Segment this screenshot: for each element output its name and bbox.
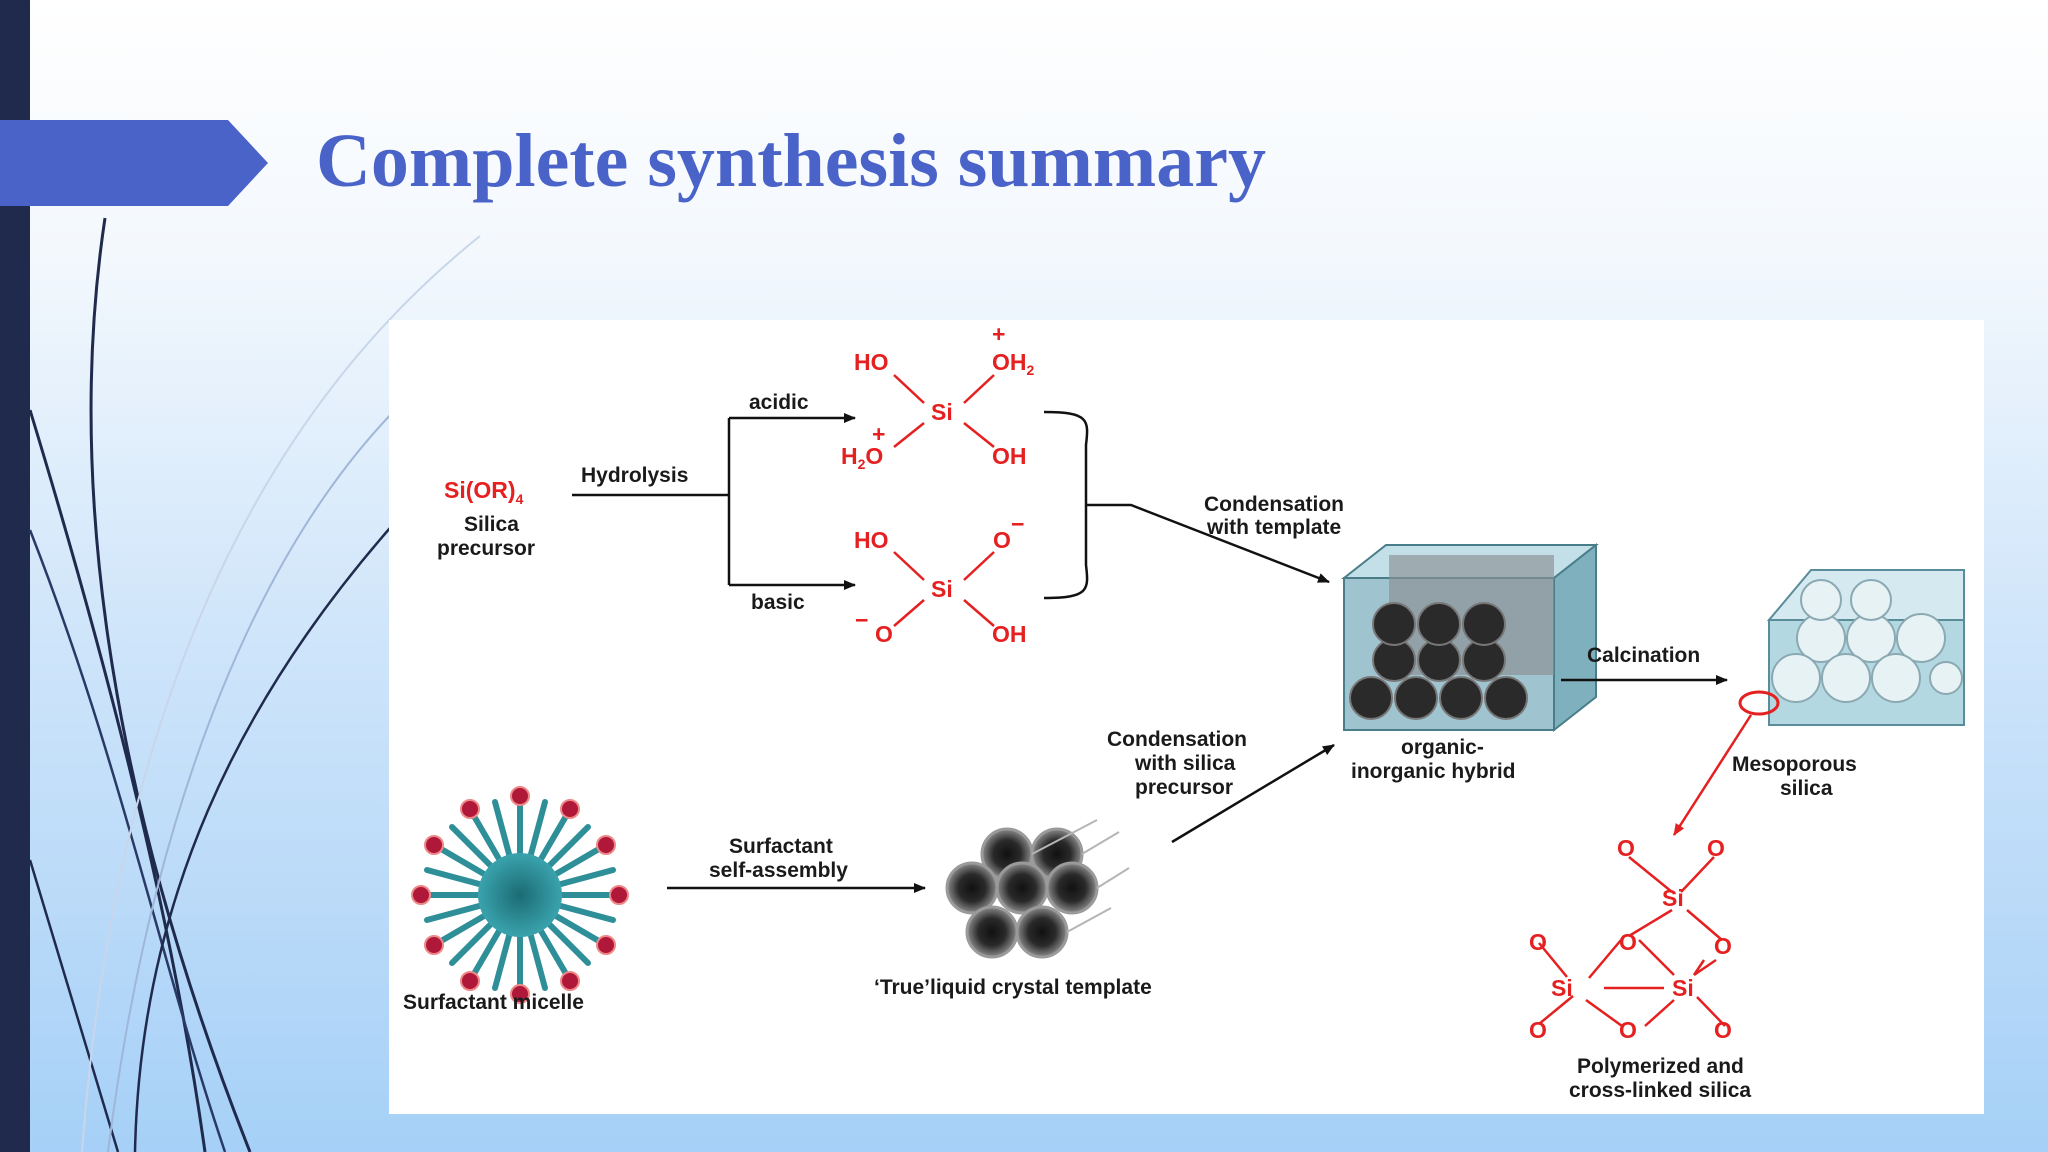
- condensation-silica-arrow: [1171, 743, 1335, 844]
- silica-network: [1538, 856, 1726, 1028]
- precursor-label-line2: precursor: [437, 537, 535, 560]
- condensation-silica-line1: Condensation: [1107, 728, 1247, 751]
- polymerized-label-line2: cross-linked silica: [1569, 1079, 1751, 1102]
- network-si-1: Si: [1662, 885, 1684, 911]
- acidic-plus-bottom: +: [872, 421, 885, 447]
- acidic-si: Si: [931, 399, 953, 425]
- basic-label: basic: [751, 591, 805, 614]
- basic-si: Si: [931, 576, 953, 602]
- basic-silanolate-species: [893, 551, 995, 627]
- network-o-5: O: [1529, 929, 1547, 955]
- network-o-4: O: [1714, 933, 1732, 959]
- network-o-3: O: [1619, 929, 1637, 955]
- basic-oh: OH: [992, 621, 1027, 647]
- mesoporous-cube: [1766, 569, 1965, 726]
- acidic-ho: HO: [854, 349, 889, 375]
- slide-title: Complete synthesis summary: [316, 119, 1266, 203]
- network-si-2: Si: [1551, 975, 1573, 1001]
- mesoporous-label-line1: Mesoporous: [1732, 753, 1857, 776]
- basic-o-top: O: [993, 527, 1011, 553]
- mesoporous-label-line2: silica: [1780, 777, 1833, 800]
- surfactant-micelle: [411, 786, 629, 1004]
- network-si-3: Si: [1672, 975, 1694, 1001]
- basic-ho: HO: [854, 527, 889, 553]
- network-o-7: O: [1619, 1017, 1637, 1043]
- calcination-label: Calcination: [1587, 644, 1700, 667]
- self-assembly-line1: Surfactant: [729, 835, 833, 858]
- basic-minus-bottom: −: [855, 607, 868, 633]
- network-o-1: O: [1617, 835, 1635, 861]
- acidic-h2o: H2O: [841, 443, 883, 472]
- hybrid-label-line1: organic-: [1401, 736, 1484, 759]
- condensation-template-arrow: [1084, 490, 1329, 582]
- hydrolysis-label: Hydrolysis: [581, 464, 688, 487]
- acidic-plus-top: +: [992, 321, 1005, 347]
- acidic-label: acidic: [749, 391, 809, 414]
- title-arrow-shape: [0, 120, 268, 206]
- precursor-label-line1: Silica: [464, 513, 519, 536]
- synthesis-diagram: Si(OR)4 Silica precursor Hydrolysis acid…: [403, 321, 1965, 1102]
- acidic-silanol-species: [893, 374, 995, 448]
- acidic-oh: OH: [992, 443, 1027, 469]
- network-o-8: O: [1714, 1017, 1732, 1043]
- acidic-oh2: OH2: [992, 349, 1035, 378]
- condensation-silica-line3: precursor: [1135, 776, 1233, 799]
- synthesis-diagram-panel: Si(OR)4 Silica precursor Hydrolysis acid…: [389, 320, 1984, 1114]
- self-assembly-line2: self-assembly: [709, 859, 848, 882]
- zoom-arrow: [1672, 714, 1753, 836]
- condensation-template-line1: Condensation: [1204, 493, 1344, 516]
- decorative-curves: [28, 217, 481, 1152]
- basic-o-bottom: O: [875, 621, 893, 647]
- pore-highlight-ring: [1738, 690, 1780, 716]
- hybrid-label-line2: inorganic hybrid: [1351, 760, 1516, 783]
- basic-minus-top: −: [1011, 511, 1024, 537]
- condensation-silica-line2: with silica: [1134, 752, 1236, 775]
- condensation-template-line2: with template: [1206, 516, 1341, 539]
- bracket-bottom: [1043, 520, 1089, 600]
- hybrid-cube: [1341, 542, 1599, 733]
- liquid-crystal-template: [945, 819, 1130, 959]
- template-label: ‘True’liquid crystal template: [874, 976, 1152, 999]
- bracket-top: [1043, 410, 1089, 490]
- network-o-6: O: [1529, 1017, 1547, 1043]
- polymerized-label-line1: Polymerized and: [1577, 1055, 1744, 1078]
- precursor-formula: Si(OR)4: [444, 477, 524, 507]
- micelle-label: Surfactant micelle: [403, 991, 584, 1014]
- network-o-2: O: [1707, 835, 1725, 861]
